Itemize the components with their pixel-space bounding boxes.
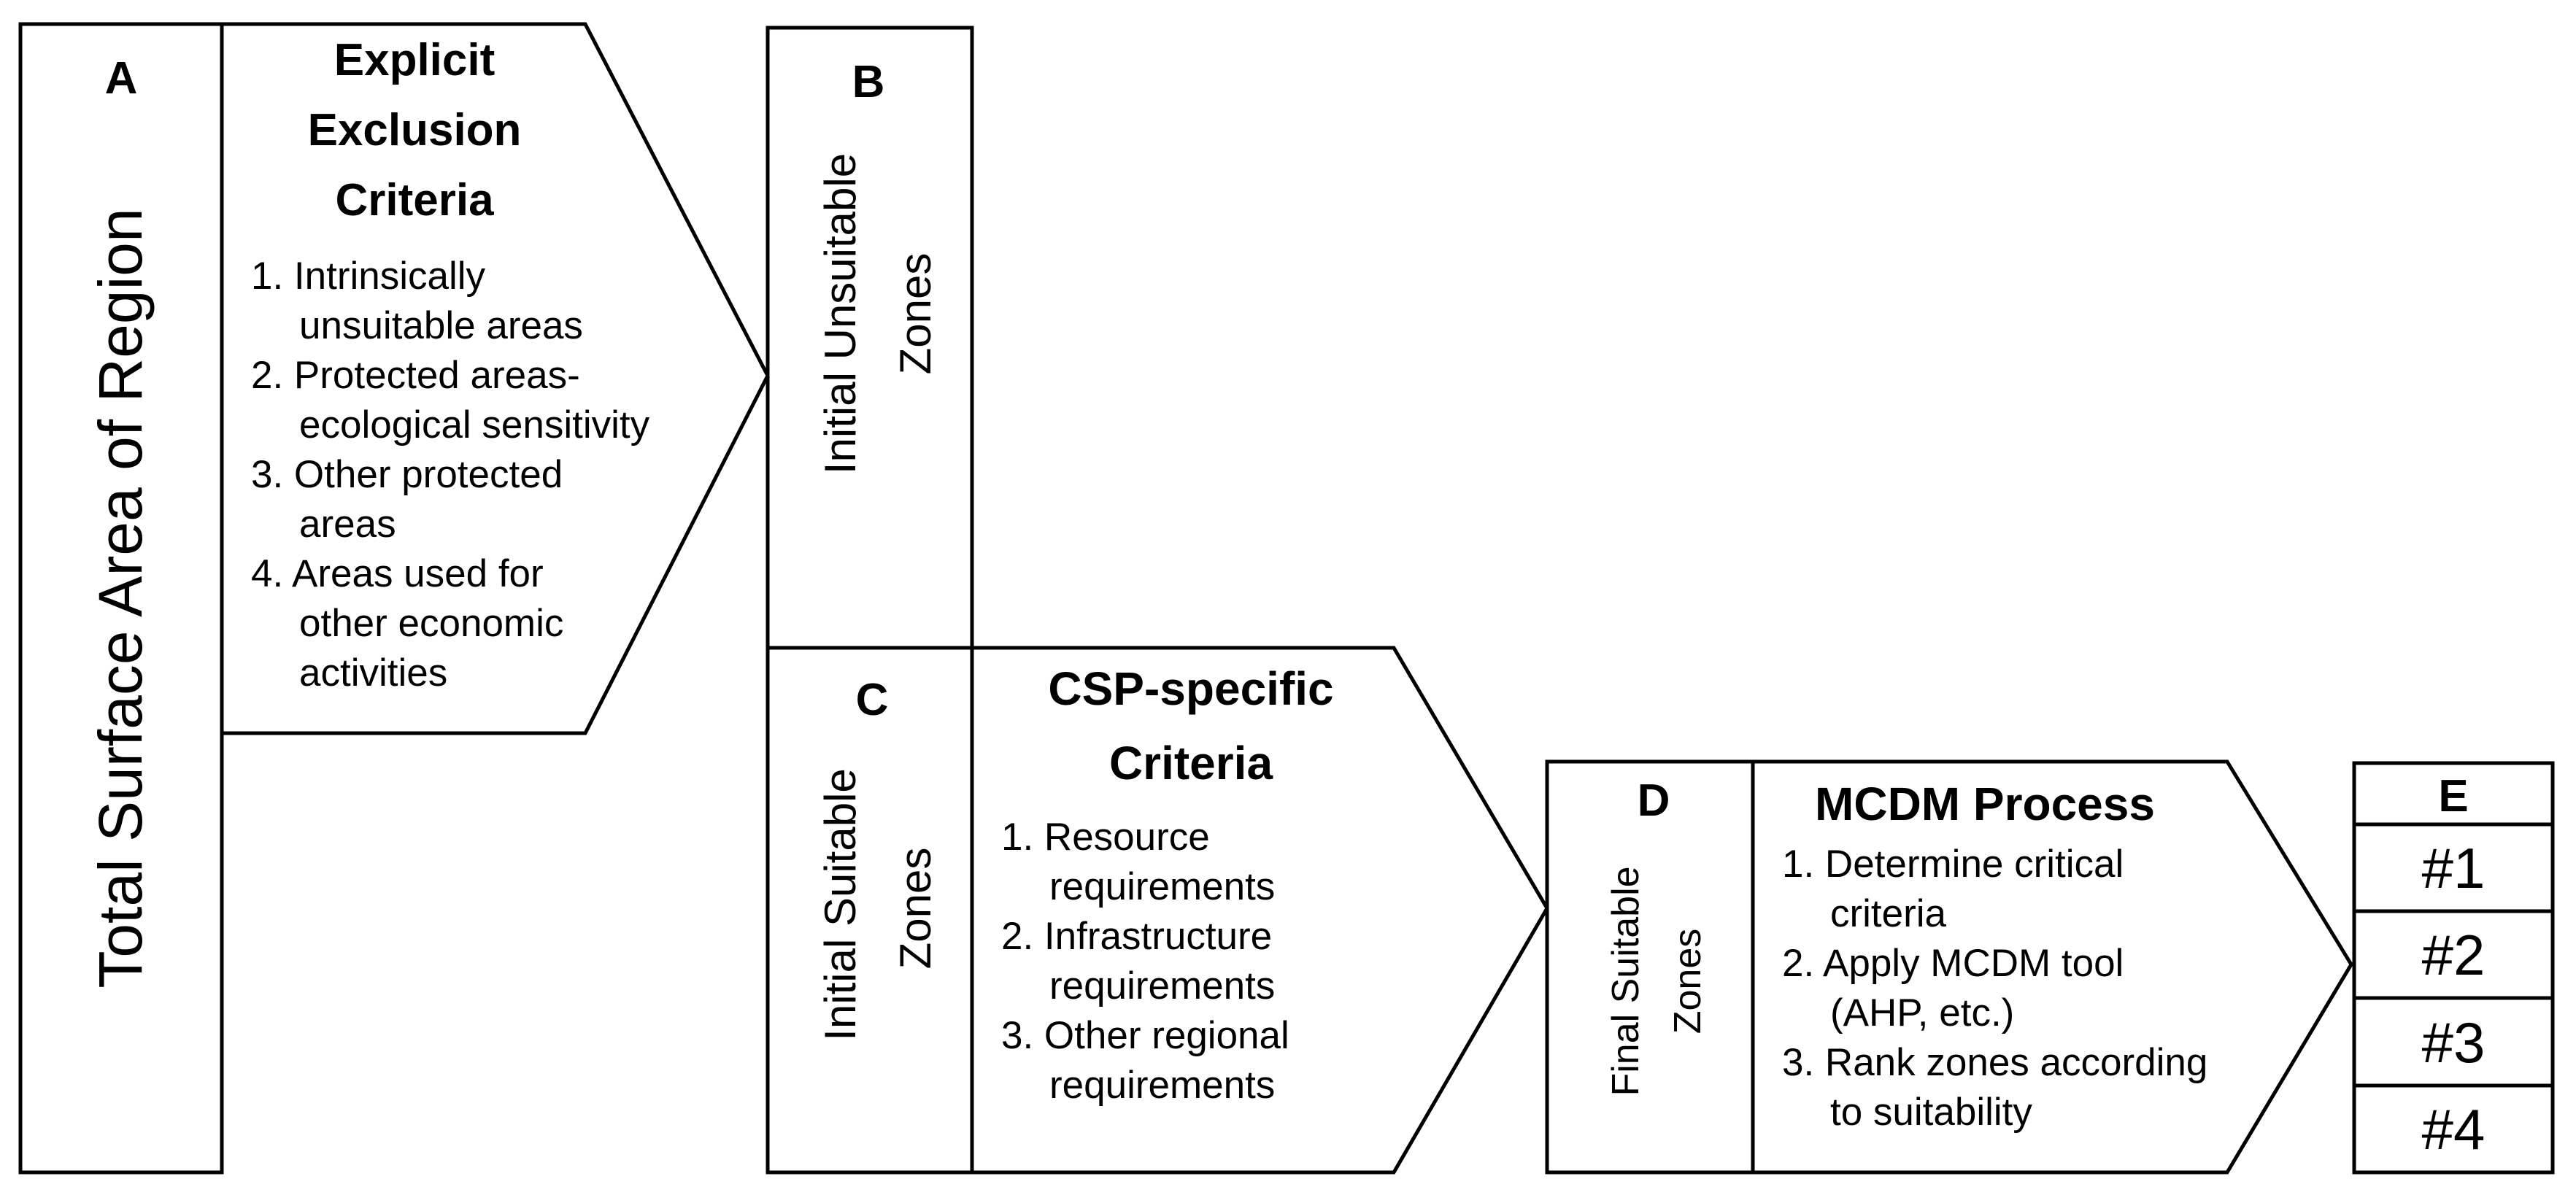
- box-d: D Final Suitable Zones: [1545, 759, 1755, 1175]
- box-e-letter: E: [2438, 771, 2468, 821]
- box-d-letter: D: [1638, 775, 1670, 826]
- exclusion-item-3-line-2: areas: [299, 503, 396, 546]
- exclusion-item-4-line-3: activities: [299, 651, 447, 695]
- rank-cell-4: [2352, 1083, 2555, 1175]
- mcdm-item-2-line-2: (AHP, etc.): [1830, 991, 2014, 1034]
- exclusion-item-4-line-2: other economic: [299, 602, 563, 645]
- rank-cell-1: [2352, 822, 2555, 913]
- mcdm-item-2-line-1: 2. Apply MCDM tool: [1782, 942, 2124, 985]
- box-d-title-line-1: Final Suitable: [1605, 866, 1647, 1096]
- box-c-title-line-2: Zones: [891, 848, 940, 970]
- csp-item-1-line-2: requirements: [1049, 865, 1275, 908]
- mcdm-item-3-line-1: 3. Rank zones according: [1782, 1041, 2207, 1084]
- exclusion-item-4-line-1: 4. Areas used for: [251, 552, 544, 595]
- box-b-title-line-2: Zones: [891, 253, 940, 375]
- csp-item-2-line-2: requirements: [1049, 964, 1275, 1007]
- box-a: A Total Surface Area of Region: [18, 22, 224, 1175]
- exclusion-criteria-arrow: Explicit Exclusion Criteria 1. Intrinsic…: [220, 22, 770, 735]
- mcdm-item-1-line-1: 1. Determine critical: [1782, 843, 2124, 886]
- mcdm-item-1-line-2: criteria: [1830, 892, 1947, 935]
- rank-label-1: #1: [2422, 836, 2486, 900]
- csp-item-2-line-1: 2. Infrastructure: [1001, 915, 1272, 958]
- csp-arrow-shape: [970, 646, 1549, 1175]
- exclusion-item-3-line-1: 3. Other protected: [251, 453, 563, 496]
- csp-heading-line-1: CSP-specific: [1048, 662, 1333, 715]
- exclusion-heading-line-2: Exclusion: [308, 105, 522, 155]
- box-d-title-line-2: Zones: [1667, 929, 1709, 1034]
- box-a-frame: [18, 22, 224, 1175]
- box-b-title-line-1: Initial Unsuitable: [816, 153, 865, 474]
- rank-label-4: #4: [2422, 1097, 2486, 1161]
- csp-item-1-line-1: 1. Resource: [1001, 816, 1210, 859]
- exclusion-item-1-line-2: unsuitable areas: [299, 304, 583, 347]
- mcdm-item-3-line-2: to suitability: [1830, 1091, 2032, 1134]
- exclusion-item-2-line-1: 2. Protected areas-: [251, 354, 580, 397]
- box-e: E #1 #2 #3 #4: [2352, 761, 2555, 1175]
- box-a-title: Total Surface Area of Region: [86, 208, 155, 988]
- box-d-frame: [1545, 759, 1755, 1175]
- exclusion-heading-line-1: Explicit: [334, 35, 495, 85]
- box-a-letter: A: [105, 53, 138, 104]
- csp-heading-line-2: Criteria: [1109, 737, 1273, 789]
- exclusion-item-2-line-2: ecological sensitivity: [299, 403, 650, 446]
- box-c: C Initial Suitable Zones: [766, 646, 974, 1175]
- csp-criteria-arrow: CSP-specific Criteria 1. Resource requir…: [970, 646, 1549, 1175]
- mcdm-arrow-shape: [1751, 759, 2353, 1175]
- rank-cell-3: [2352, 996, 2555, 1088]
- mcdm-process-arrow: MCDM Process 1. Determine critical crite…: [1751, 759, 2353, 1175]
- rank-label-2: #2: [2422, 923, 2486, 987]
- box-e-header-cell: [2352, 761, 2555, 827]
- mcdm-heading: MCDM Process: [1815, 778, 2155, 830]
- exclusion-arrow-shape: [220, 22, 770, 735]
- box-b-letter: B: [852, 57, 885, 107]
- exclusion-heading-line-3: Criteria: [335, 175, 494, 225]
- box-c-title-line-1: Initial Suitable: [816, 768, 865, 1041]
- box-c-letter: C: [856, 675, 889, 725]
- box-b-frame: [766, 26, 974, 650]
- box-c-frame: [766, 646, 974, 1175]
- box-b: B Initial Unsuitable Zones: [766, 26, 974, 650]
- exclusion-item-1-line-1: 1. Intrinsically: [251, 255, 486, 298]
- csp-item-3-line-2: requirements: [1049, 1064, 1275, 1107]
- csp-item-3-line-1: 3. Other regional: [1001, 1014, 1289, 1057]
- rank-label-3: #3: [2422, 1010, 2486, 1075]
